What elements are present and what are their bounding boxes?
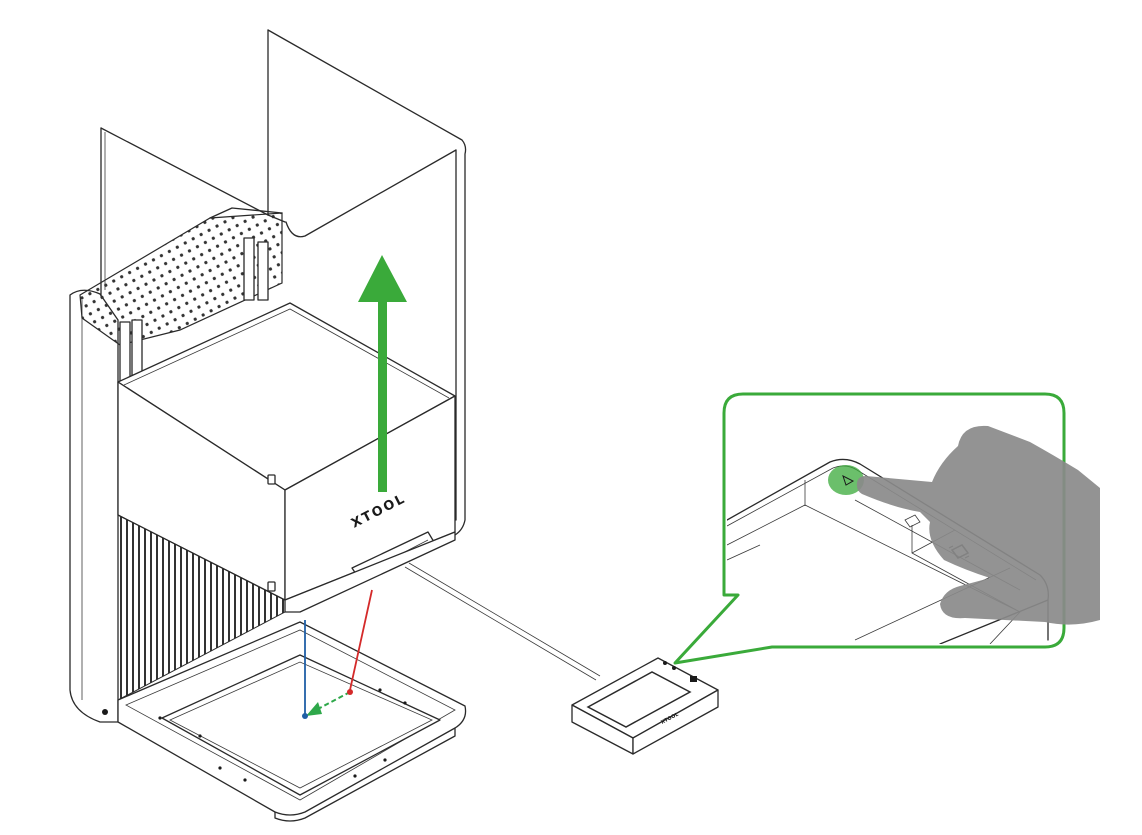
touch-controller: XTOOL bbox=[571, 657, 719, 755]
zoom-callout bbox=[673, 392, 1100, 665]
focus-axes bbox=[302, 589, 373, 719]
box-latch bbox=[267, 474, 276, 485]
controller-screen bbox=[586, 671, 692, 728]
controller-button-dot-2 bbox=[672, 666, 676, 670]
frame-button-icon bbox=[904, 514, 921, 528]
focus-point-red bbox=[347, 689, 353, 695]
base-platform bbox=[117, 621, 467, 822]
transparent-lid bbox=[100, 29, 467, 536]
laser-machine: XTOOL bbox=[69, 29, 467, 822]
controller-button-dot-1 bbox=[663, 661, 667, 665]
axis-green-arrowhead bbox=[306, 702, 322, 716]
hand-pointer-icon bbox=[856, 425, 1100, 625]
focus-point-blue bbox=[302, 713, 308, 719]
lower-housing bbox=[284, 531, 456, 613]
arrow-button-icon bbox=[842, 475, 855, 486]
controller-cable bbox=[404, 562, 601, 681]
rear-rail-supports bbox=[119, 237, 269, 383]
highlighted-button bbox=[828, 465, 864, 495]
arrow-up-icon bbox=[358, 255, 407, 492]
perforated-back-panel bbox=[79, 212, 283, 346]
work-material-board bbox=[161, 654, 441, 796]
lower-latch bbox=[267, 581, 276, 592]
side-screw bbox=[102, 709, 108, 715]
axis-red-beam bbox=[349, 589, 373, 691]
controller-button-square bbox=[690, 676, 697, 682]
axis-green-dashed bbox=[315, 691, 351, 711]
machine-side-column bbox=[69, 289, 119, 723]
